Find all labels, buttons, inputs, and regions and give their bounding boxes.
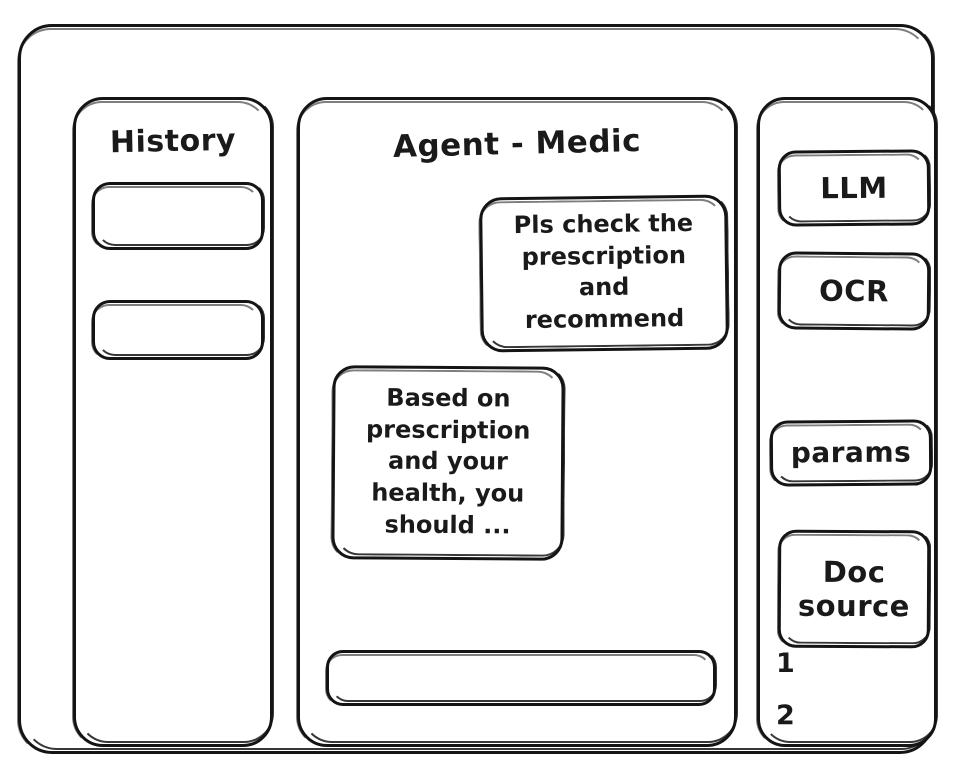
user-message-bubble: Pls check the prescription and recommend [479, 194, 729, 353]
tool-button-ocr[interactable]: OCR [777, 251, 931, 331]
doc-source-entry[interactable]: 1 [776, 648, 795, 679]
tool-button-params[interactable]: params [769, 419, 933, 487]
message-input[interactable] [325, 650, 717, 706]
conversation-panel: Agent - Medic Pls check the prescription… [296, 97, 738, 747]
app-window-frame: History Agent - Medic Pls check the pres… [17, 24, 938, 754]
tool-button-llm[interactable]: LLM [777, 149, 931, 227]
agent-title: Agent - Medic [392, 122, 642, 166]
history-panel: History [72, 97, 274, 747]
tools-panel: LLM OCR params Doc source 1 2 [756, 97, 938, 747]
history-list-item[interactable] [91, 300, 265, 360]
tool-button-doc-source[interactable]: Doc source [777, 529, 931, 649]
history-panel-title: History [109, 122, 237, 161]
history-list-item[interactable] [91, 182, 265, 250]
doc-source-entry[interactable]: 2 [776, 700, 795, 731]
agent-message-bubble: Based on prescription and your health, y… [331, 365, 565, 562]
